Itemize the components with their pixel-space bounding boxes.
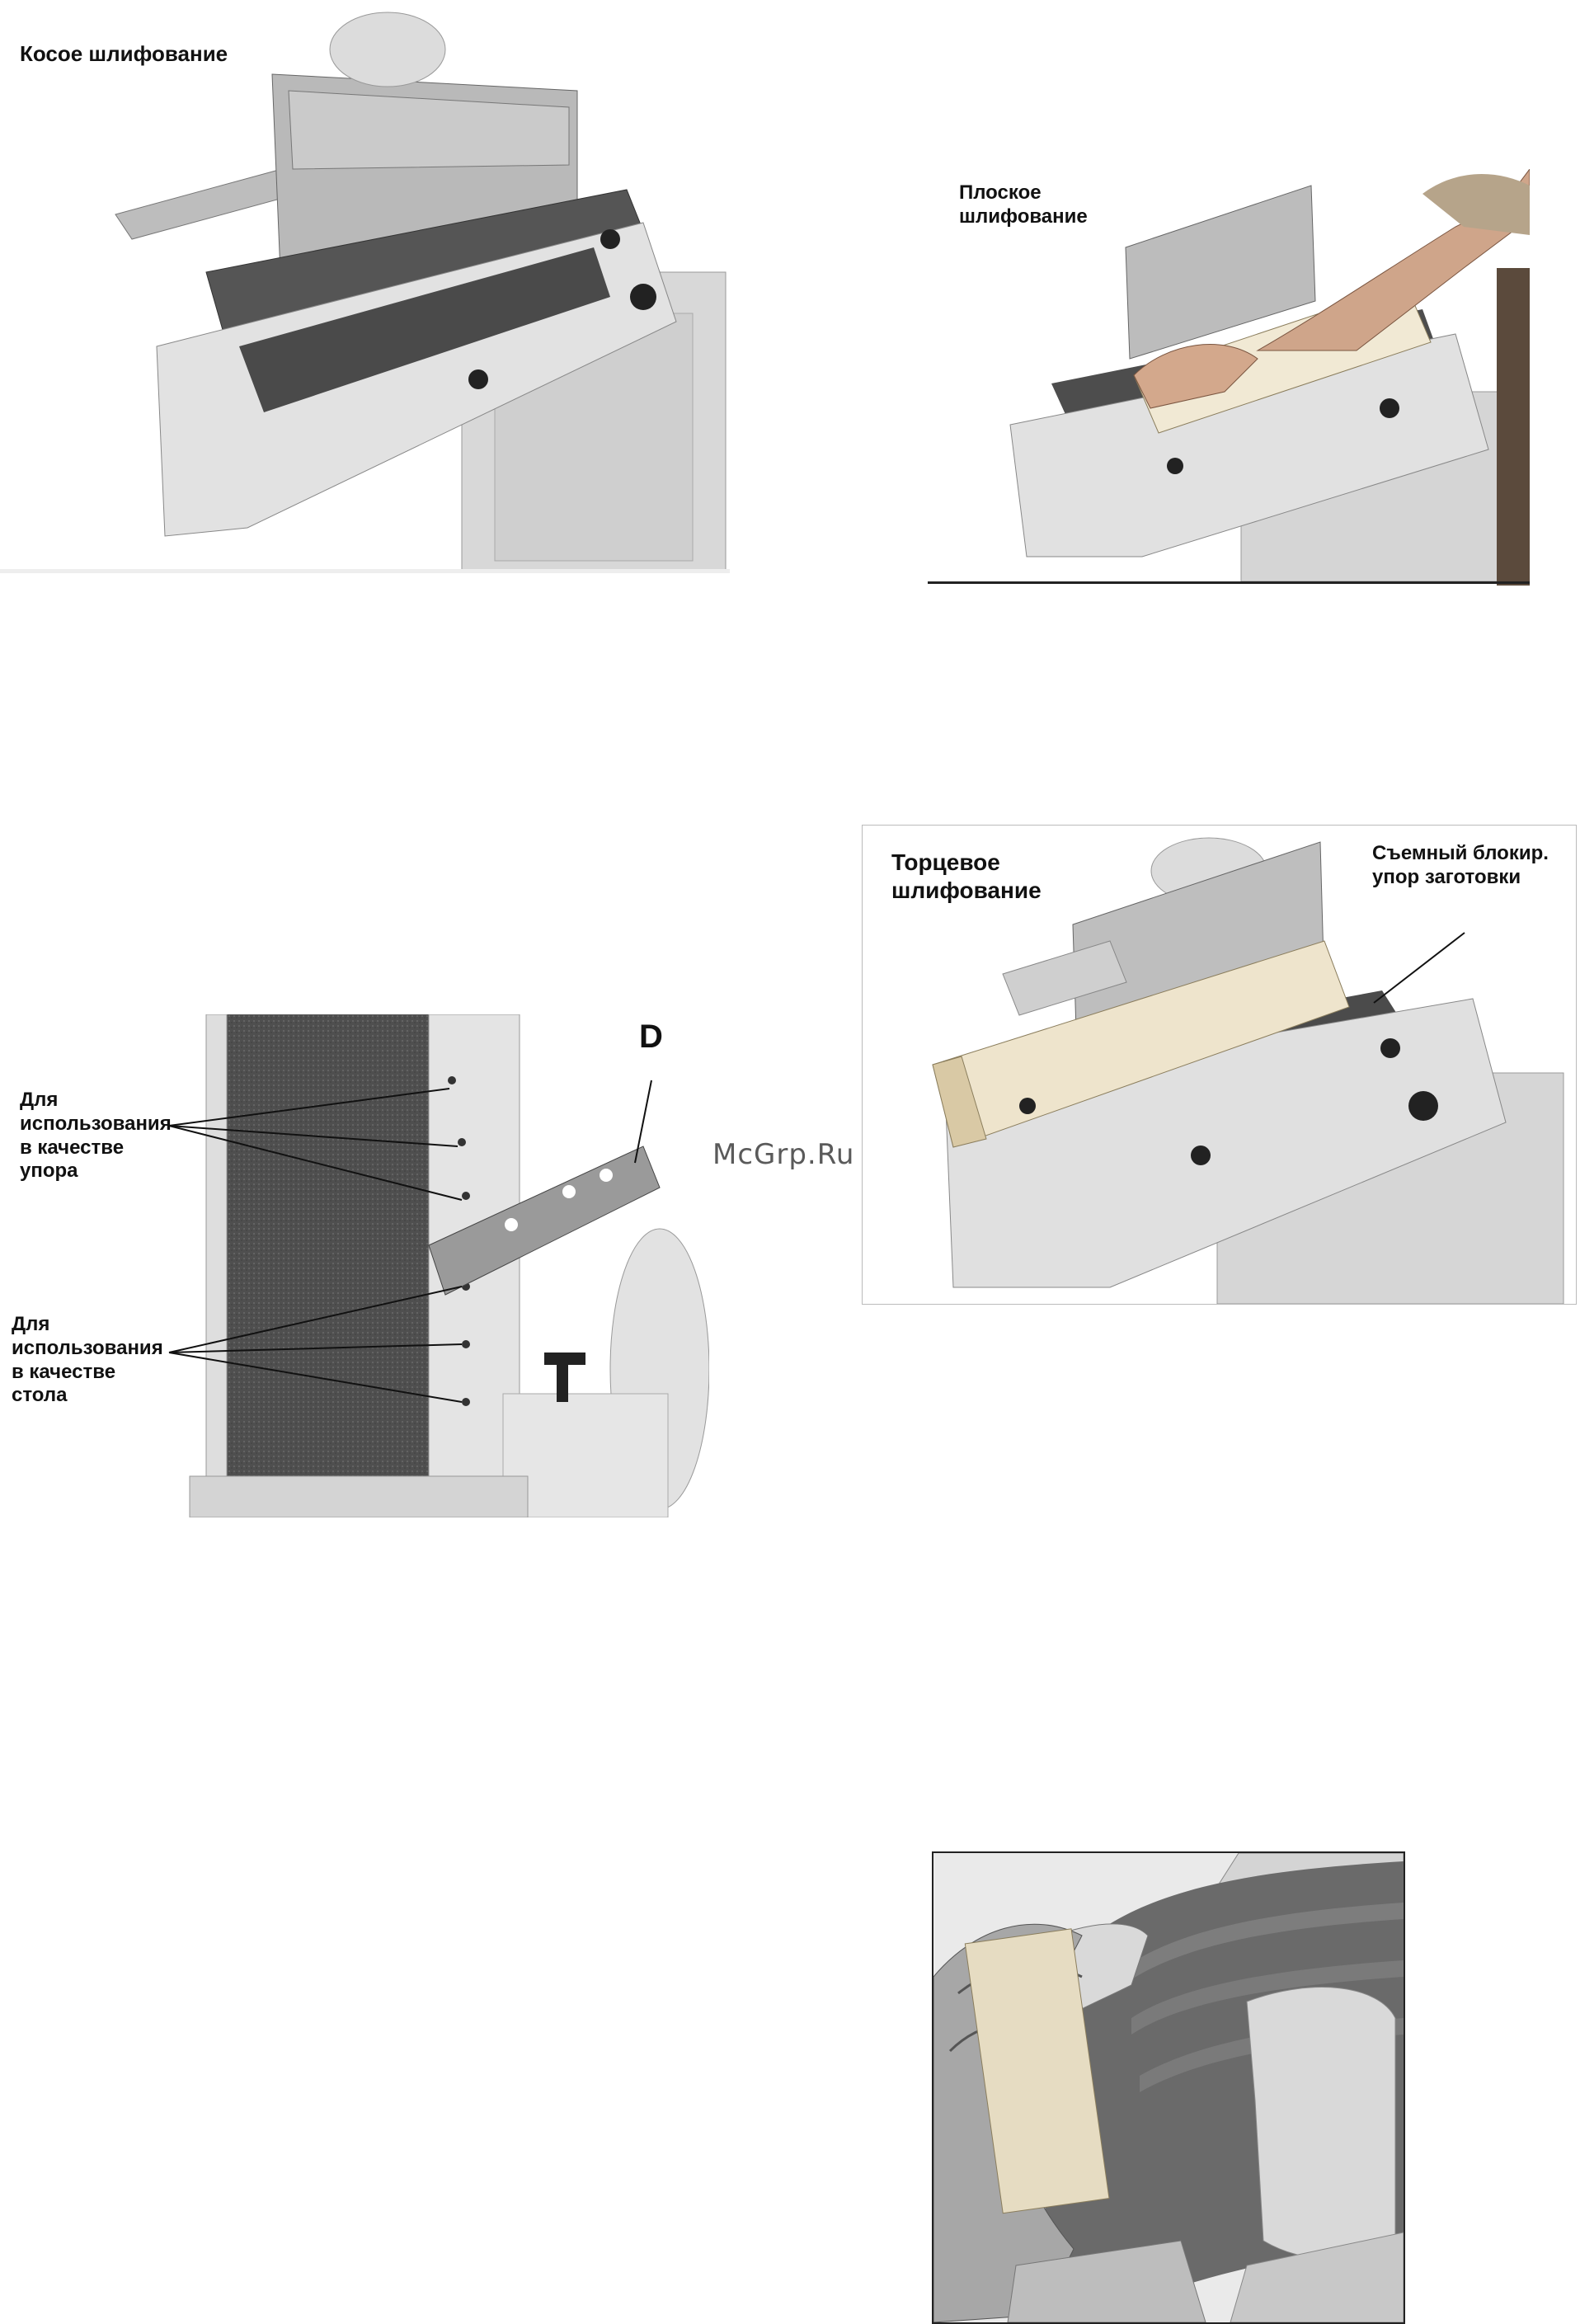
stop-use-label-line-4: упора — [20, 1160, 172, 1183]
removable-stop-label-line-1: Съемный блокир. — [1372, 842, 1549, 866]
stop-use-label-line-1: Для — [20, 1089, 172, 1113]
angle-sanding-label: Косое шлифование — [20, 41, 228, 67]
table-use-label-line-1: Для — [12, 1313, 163, 1337]
flat-sanding-illustration — [928, 169, 1530, 586]
stop-use-label-line-2: использования — [20, 1113, 172, 1136]
stop-use-label: Для использования в качестве упора — [20, 1089, 172, 1183]
table-use-label-line-4: стола — [12, 1384, 163, 1408]
flat-sanding-label-line-2: шлифование — [959, 205, 1088, 229]
contour-sanding-illustration — [933, 1853, 1404, 2322]
table-use-label: Для использования в качестве стола — [12, 1313, 163, 1408]
end-sanding-label: Торцевое шлифование — [891, 849, 1042, 904]
stop-use-label-line-3: в качестве — [20, 1136, 172, 1160]
table-use-label-line-2: использования — [12, 1337, 163, 1361]
watermark: McGrp.Ru — [712, 1138, 854, 1171]
figure-flat-sanding: Плоское шлифование — [928, 169, 1530, 586]
figure-belt-holes: D Для использования в качестве упора Для… — [0, 1014, 709, 1517]
flat-sanding-label: Плоское шлифование — [959, 181, 1088, 229]
end-sanding-label-line-2: шлифование — [891, 877, 1042, 905]
figure-contour-sanding — [932, 1851, 1405, 2324]
removable-stop-label: Съемный блокир. упор заготовки — [1372, 842, 1549, 890]
angle-sanding-illustration — [0, 0, 730, 573]
figure-angle-sanding: Косое шлифование — [0, 0, 730, 573]
part-letter-d: D — [639, 1019, 663, 1056]
figure-end-sanding: Торцевое шлифование Съемный блокир. упор… — [862, 825, 1577, 1305]
end-sanding-label-line-1: Торцевое — [891, 849, 1042, 877]
table-use-label-line-3: в качестве — [12, 1361, 163, 1385]
flat-sanding-label-line-1: Плоское — [959, 181, 1088, 205]
removable-stop-label-line-2: упор заготовки — [1372, 866, 1549, 890]
